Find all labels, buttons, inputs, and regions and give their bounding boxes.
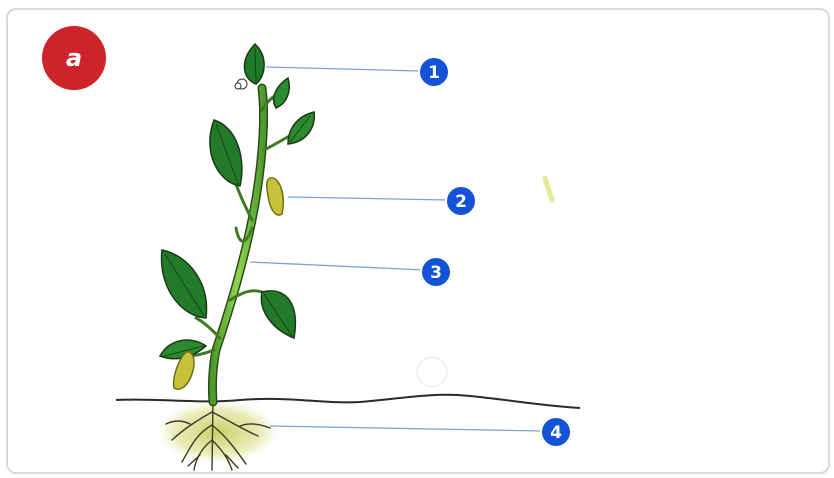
callout-3-number: 3 bbox=[430, 263, 442, 283]
callout-1: 1 bbox=[419, 57, 449, 87]
leader-line-1 bbox=[266, 67, 420, 71]
leader-line-2 bbox=[288, 197, 448, 200]
leaf-left-upper bbox=[210, 120, 242, 186]
leaves bbox=[160, 44, 314, 359]
leader-line-3 bbox=[250, 262, 424, 270]
leaf-upper-right-small bbox=[274, 78, 290, 108]
stray-mark bbox=[545, 178, 552, 200]
root-soil-glow bbox=[156, 400, 280, 464]
callout-4: 4 bbox=[541, 417, 571, 447]
callout-1-number: 1 bbox=[428, 63, 440, 83]
faint-circle bbox=[417, 357, 447, 387]
pod-upper bbox=[267, 178, 284, 215]
leaf-top bbox=[244, 44, 264, 84]
leader-lines bbox=[250, 67, 542, 431]
callout-3: 3 bbox=[421, 257, 451, 287]
callout-2: 2 bbox=[446, 186, 476, 216]
callout-4-number: 4 bbox=[550, 423, 562, 443]
leader-line-4 bbox=[270, 426, 542, 431]
callout-2-number: 2 bbox=[455, 192, 467, 212]
